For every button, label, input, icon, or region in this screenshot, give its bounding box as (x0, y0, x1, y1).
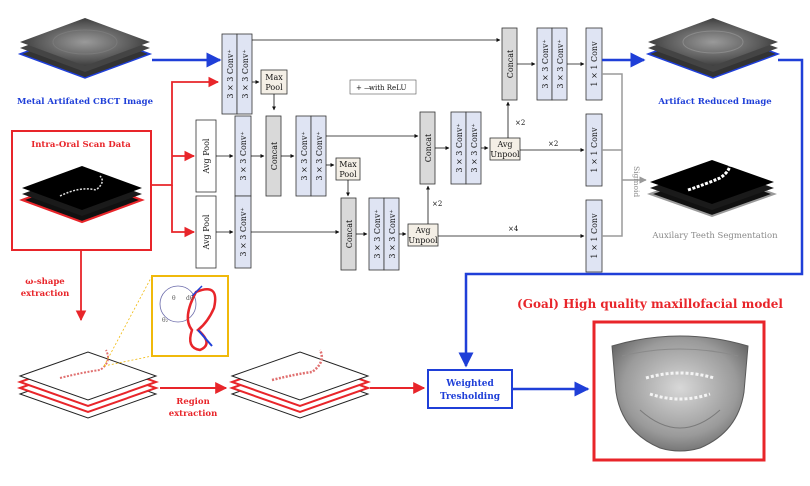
omega-stack (16, 349, 160, 419)
conv-label: 3 × 3 Conv⁺ (239, 207, 248, 256)
concat-label: Concat (424, 133, 433, 162)
conv1x1-label: 1 × 1 Conv (590, 213, 599, 259)
aux-seg-stack (647, 159, 777, 218)
artifact-reduced-label: Artifact Reduced Image (657, 97, 772, 107)
arrow-ios-to-conv1 (151, 76, 220, 186)
avg-pool-label: Avg Pool (202, 138, 211, 174)
inset-label: θ (172, 295, 176, 302)
conv-label: 3 × 3 Conv⁺ (373, 209, 382, 258)
aux-seg-label: Auxilary Teeth Segmentation (651, 231, 778, 241)
conv-label: 3 × 3 Conv⁺ (470, 123, 479, 172)
cbct-input-stack (17, 18, 153, 79)
cbct-input-label: Metal Artifated CBCT Image (17, 97, 154, 107)
conv-label: 3 × 3 Conv⁺ (556, 39, 565, 88)
concat-mid-1: Concat (265, 115, 282, 197)
max-pool-label: Max (265, 73, 283, 82)
concat-mid-2: Concat (419, 111, 436, 185)
region-stack (228, 349, 372, 419)
relu-legend (349, 79, 417, 95)
weighted-thresholding-box (427, 369, 513, 409)
conv1x1-mid: 1 × 1 Conv (585, 113, 603, 187)
avg-unpool-label: Avg (414, 226, 430, 235)
intra-oral-stack (19, 166, 145, 224)
avg-unpool-2: Avg Unpool (407, 223, 439, 247)
omega-extraction-label: extraction (21, 289, 70, 299)
concat-top: Concat (501, 27, 518, 101)
sigmoid-merge (602, 73, 623, 237)
conv-block-6: 3 × 3 Conv⁺ 3 × 3 Conv⁺ (368, 197, 400, 271)
concat-label: Concat (506, 49, 515, 78)
avg-pool-1: Avg Pool (195, 119, 217, 193)
arrow-artifact-to-threshold (458, 58, 804, 368)
conv-label: 3 × 3 Conv⁺ (239, 131, 248, 180)
x2-label: ×2 (515, 119, 525, 127)
tresholding-label: Tresholding (440, 392, 501, 402)
conv1x1-label: 1 × 1 Conv (590, 41, 599, 87)
conv-block-5: 3 × 3 Conv⁺ (234, 195, 252, 269)
inset-label: dθ (186, 295, 194, 302)
maxillofacial-model (611, 335, 749, 452)
omega-shape-label: ω-shape (25, 277, 65, 287)
conv-label: 3 × 3 Conv⁺ (388, 209, 397, 258)
conv1x1-top: 1 × 1 Conv (585, 27, 603, 101)
sigmoid-label: Sigmoid (632, 166, 641, 197)
svg-text:+ —: + — (356, 84, 371, 92)
artifact-reduced-stack (645, 18, 781, 79)
conv-block-1: 3 × 3 Conv⁺ 3 × 3 Conv⁺ (221, 33, 253, 115)
avg-pool-2: Avg Pool (195, 195, 217, 269)
x4-label: ×4 (508, 225, 519, 233)
weighted-label: Weighted (445, 379, 494, 389)
avg-unpool-label: Avg (496, 140, 512, 149)
conv-block-4: 3 × 3 Conv⁺ 3 × 3 Conv⁺ (450, 111, 482, 185)
conv-label: 3 × 3 Conv⁺ (241, 49, 250, 98)
goal-title: (Goal) High quality maxillofacial model (517, 297, 783, 311)
max-pool-label: Pool (265, 83, 283, 92)
region-label: Region (176, 397, 210, 407)
intra-oral-label: Intra-Oral Scan Data (31, 140, 131, 150)
avg-unpool-label: Unpool (490, 150, 520, 159)
avg-pool-label: Avg Pool (202, 214, 211, 250)
conv-label: 3 × 3 Conv⁺ (226, 49, 235, 98)
max-pool-label: Max (339, 160, 357, 169)
x2-label: ×2 (432, 200, 442, 208)
max-pool-label: Pool (339, 170, 357, 179)
conv-block-2: 3 × 3 Conv⁺ (234, 115, 252, 197)
region-extraction-label: extraction (169, 409, 218, 419)
conv-label: 3 × 3 Conv⁺ (455, 123, 464, 172)
inset-label: θ₂ (162, 317, 169, 324)
conv-label: 3 × 3 Conv⁺ (300, 131, 309, 180)
max-pool-2: Max Pool (335, 157, 361, 181)
conv-label: 3 × 3 Conv⁺ (541, 39, 550, 88)
omega-shape-drawing: θ₂ dθ θ (159, 285, 217, 352)
avg-unpool-1: Avg Unpool (489, 137, 521, 161)
conv-block-3: 3 × 3 Conv⁺ 3 × 3 Conv⁺ (295, 115, 327, 197)
x2-label: ×2 (548, 140, 558, 148)
avg-unpool-label: Unpool (408, 236, 438, 245)
conv-label: 3 × 3 Conv⁺ (315, 131, 324, 180)
conv1x1-label: 1 × 1 Conv (590, 127, 599, 173)
concat-label: Concat (270, 141, 279, 170)
relu-legend-text: with ReLU (369, 84, 406, 92)
concat-bottom: Concat (340, 197, 357, 271)
conv-block-top-right: 3 × 3 Conv⁺ 3 × 3 Conv⁺ (536, 27, 568, 101)
conv1x1-bottom: 1 × 1 Conv (585, 199, 603, 273)
concat-label: Concat (345, 219, 354, 248)
max-pool-1: Max Pool (260, 69, 288, 95)
arrow-ios-to-avgpool2 (171, 185, 196, 238)
